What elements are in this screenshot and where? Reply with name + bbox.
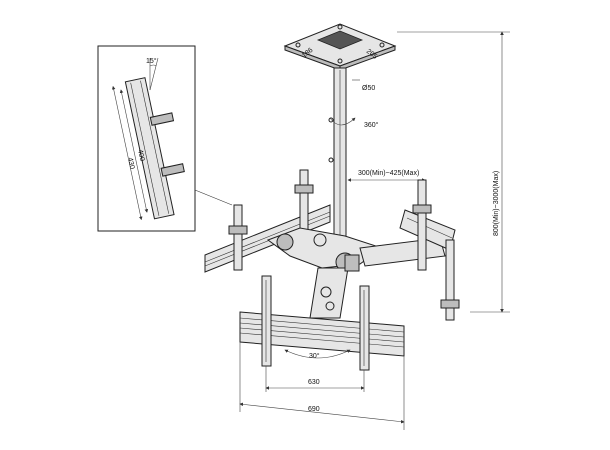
pole (328, 67, 347, 249)
bracket-b-label: 400 (136, 149, 145, 162)
lower-rail (239, 275, 405, 371)
rotation-label: 360° (364, 121, 379, 129)
height-label: 800(Min)~3000(Max) (493, 171, 500, 236)
arm-reach-label: 300(Min)~425(Max) (358, 170, 419, 177)
rotation-arrow (329, 117, 356, 126)
ceiling-plate (283, 23, 397, 71)
rail-outer-dimension-line (239, 402, 405, 424)
pole-diameter-label: Ø50 (362, 85, 375, 92)
tilt-angle-label: 15° (146, 57, 157, 65)
tilt-detail-inset: 15° 430 400 (97, 45, 233, 232)
bracket-a-label: 430 (126, 157, 135, 170)
hub-and-arms (204, 169, 460, 321)
rail-inner-label: 630 (308, 379, 320, 386)
swivel-arrow (284, 349, 351, 359)
swivel-label: 30° (309, 352, 320, 360)
rail-outer-label: 690 (308, 406, 320, 413)
